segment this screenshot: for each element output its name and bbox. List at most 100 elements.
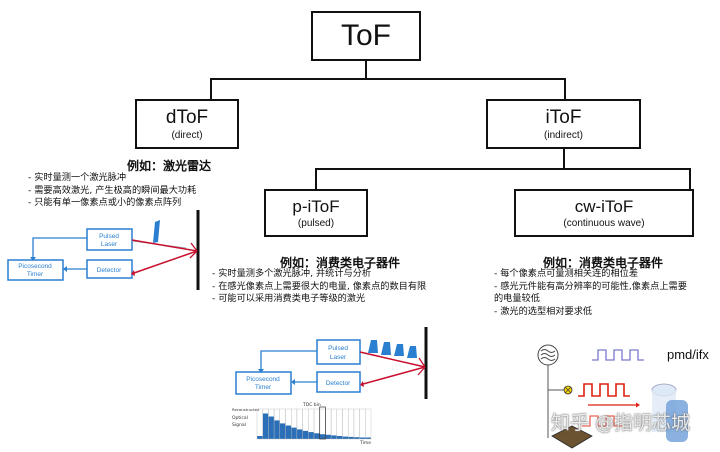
histogram-bar — [336, 436, 343, 439]
recon-label: Optical — [232, 415, 248, 421]
histogram-bar — [285, 425, 292, 439]
histogram-bar — [314, 433, 320, 439]
cwitof-node: cw-iToF (continuous wave) — [514, 189, 694, 237]
note-item: - 可能可以采用消费类电子等级的激光 — [212, 293, 366, 304]
laser-to-timer-arrow — [32, 237, 87, 258]
histogram-bar — [257, 436, 263, 439]
histogram-bar — [262, 413, 269, 439]
connector — [365, 61, 367, 79]
pitof-node: p-iToF (pulsed) — [264, 189, 368, 237]
arrowhead — [258, 369, 264, 373]
itof-title: iToF — [545, 107, 582, 128]
dtof-subtitle: (direct) — [171, 130, 203, 141]
dtof-notes: - 实时量测一个激光脉冲 - 需要高效激光, 产生极高的瞬间最大功耗 - 只能有… — [28, 172, 196, 210]
cwitof-example-heading: 例如：消费类电子器件 — [543, 256, 664, 270]
note-item: - 实时量测多个激光脉冲, 并统计与分析 — [212, 268, 372, 279]
cwitof-subtitle: (continuous wave) — [563, 218, 645, 229]
pulsed-laser-box — [86, 228, 133, 251]
arrowhead — [63, 266, 67, 272]
note-item: - 激光的选型相对要求低 — [494, 305, 593, 317]
dtof-title: dToF — [165, 107, 209, 128]
histogram-bar — [325, 434, 332, 439]
cwitof-title: cw-iToF — [574, 197, 634, 216]
note-item: - 在感光像素点上需要很大的电量, 像素点的数目有限 — [212, 280, 427, 292]
note-item: - 需要高效激光, 产生极高的瞬间最大功耗 — [28, 184, 197, 196]
connector — [315, 168, 317, 190]
histogram-bar — [279, 423, 286, 439]
tof-root-node: ToF — [311, 11, 421, 61]
histogram-bin — [256, 408, 263, 440]
histogram-bar — [353, 437, 360, 439]
histogram-bar — [319, 434, 326, 439]
histogram — [256, 406, 372, 440]
histogram-bin — [353, 408, 360, 440]
connector — [210, 78, 212, 100]
histogram-bar — [359, 437, 366, 439]
histogram-bar — [331, 435, 337, 439]
histogram-bin — [365, 408, 372, 440]
dtof-node: dToF (direct) — [135, 99, 239, 149]
connector — [564, 78, 566, 100]
pulsed-laser-label: Pulsed — [99, 233, 119, 240]
return-beam — [362, 366, 426, 385]
histogram-bar — [274, 420, 280, 439]
detector-label: Detector — [326, 380, 351, 387]
timer-box — [235, 371, 292, 395]
histogram-bar — [365, 437, 371, 439]
pitof-notes: - 实时量测多个激光脉冲, 并统计与分析 - 在感光像素点上需要很大的电量, 像… — [212, 268, 426, 306]
laser-beam — [131, 239, 198, 252]
connector — [315, 168, 691, 170]
histogram-bar — [268, 416, 275, 439]
histogram-bar — [291, 427, 297, 439]
histogram-bar — [348, 436, 354, 439]
connector — [563, 149, 565, 169]
note-item: - 只能有单一像素点或小的像素点阵列 — [28, 197, 182, 208]
pitof-title: p-iToF — [292, 197, 340, 216]
laser-to-timer-arrow — [260, 350, 317, 370]
histogram-bar — [296, 429, 303, 439]
histogram-bin — [336, 408, 343, 440]
dtof-diagram: Pulsed Laser Detector Picosecond Timer — [7, 210, 200, 290]
itof-subtitle: (indirect) — [544, 130, 583, 141]
timer-label: Picosecond — [18, 263, 52, 270]
emitted-wave — [578, 383, 630, 397]
histogram-bar — [302, 430, 309, 439]
note-item: - 感光元件能有高分辨率的可能性,像素点上需要 — [494, 280, 687, 292]
histogram-bar — [308, 432, 314, 439]
laser-beam — [359, 351, 426, 368]
timer-label: Timer — [27, 271, 44, 278]
timer-label: Timer — [255, 384, 272, 391]
cwitof-notes: - 每个像素点可量测相关连的相位差 - 感光元件能有高分辨率的可能性,像素点上需… — [494, 268, 687, 318]
time-label: Time — [359, 440, 371, 446]
detector-label: Detector — [97, 267, 122, 274]
histogram-bin — [342, 408, 349, 440]
returned-wave — [582, 415, 622, 427]
timer-label: Picosecond — [246, 376, 280, 383]
watermark: 知乎 @指明芯城 — [551, 412, 691, 434]
note-item: - 每个像素点可量测相关连的相位差 — [494, 268, 639, 279]
pulsed-laser-label: Laser — [330, 354, 347, 361]
itof-node: iToF (indirect) — [486, 99, 641, 149]
cwitof-diagram: pmd/ifx — [537, 344, 709, 449]
timer-box — [7, 259, 64, 281]
tdc-bin-highlight — [319, 406, 326, 440]
reference-wave — [592, 349, 644, 361]
connector — [210, 78, 565, 80]
pulsed-laser-label: Laser — [101, 241, 118, 248]
note-item: - 实时量测一个激光脉冲 — [28, 172, 127, 183]
tdc-bin-label: TDC bin — [302, 402, 321, 408]
recon-label: Reconstructed — [232, 407, 260, 412]
laser-pulses — [368, 340, 417, 358]
dtof-example-heading: 例如：激光雷达 — [127, 159, 212, 173]
arrowhead — [291, 379, 295, 385]
arrowhead — [30, 257, 36, 261]
histogram-bin — [359, 408, 366, 440]
recon-label: Signal — [232, 422, 246, 428]
pulsed-laser-label: Pulsed — [328, 345, 348, 352]
histogram-bar — [342, 436, 349, 439]
tof-root-title: ToF — [340, 19, 391, 52]
note-item: 的电量较低 — [494, 293, 540, 304]
laser-pulse — [153, 220, 160, 243]
pmd-label: pmd/ifx — [667, 347, 709, 362]
histogram-bin — [325, 408, 332, 440]
